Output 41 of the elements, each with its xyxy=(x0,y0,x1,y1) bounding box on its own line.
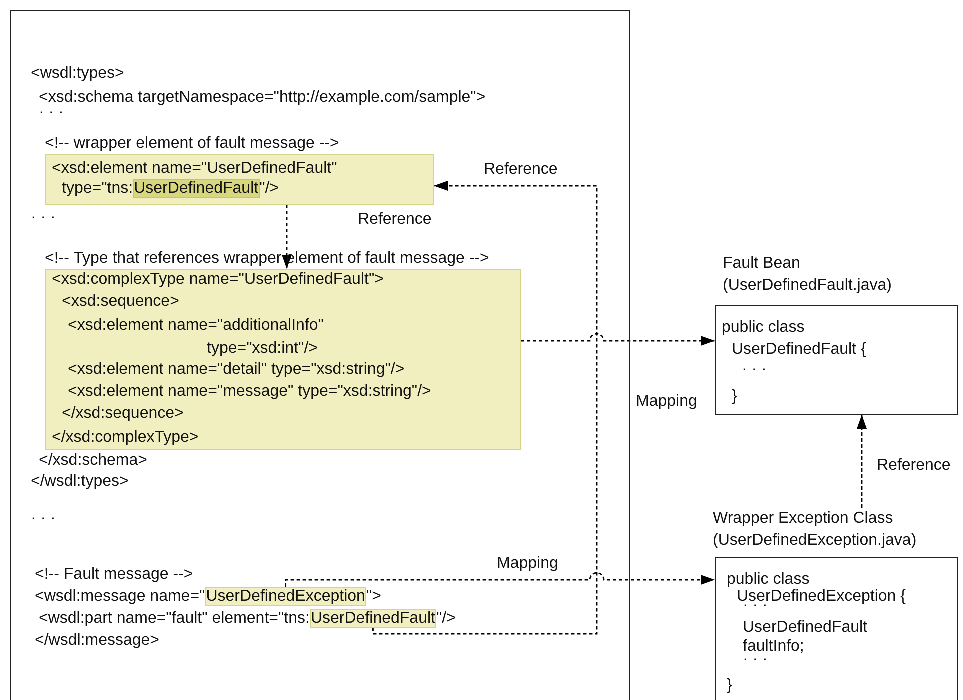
arrow xyxy=(521,333,715,346)
code-line: </wsdl:types> xyxy=(31,472,129,492)
code-line: <wsdl:part name="fault" element="tns: xyxy=(39,610,310,627)
arrow xyxy=(857,415,867,508)
arrow xyxy=(372,181,598,635)
code-line: public class UserDefinedFault { xyxy=(722,318,868,360)
highlight-box xyxy=(45,269,521,450)
code-line: </xsd:sequence> xyxy=(62,404,184,424)
edge-label: Mapping xyxy=(497,554,558,574)
code-comment: <!-- Fault message --> xyxy=(35,565,194,585)
code-line: "/> xyxy=(436,610,456,627)
code-line: <xsd:complexType name="UserDefinedFault"> xyxy=(52,270,384,290)
class-title: Wrapper Exception Class (UserDefinedException.java) xyxy=(713,509,918,551)
highlight-box xyxy=(45,154,434,205)
code-line: type="tns: xyxy=(62,180,134,197)
code-comment: <!-- wrapper element of fault message --> xyxy=(45,134,340,154)
ellipsis: · · · xyxy=(31,208,56,228)
code-line: <xsd:element name="additionalInfo" type="xsd:int"/> xyxy=(68,316,325,359)
code-panel xyxy=(10,10,630,700)
code-line: <wsdl:types> xyxy=(31,64,124,84)
code-line: public class UserDefinedException { xyxy=(727,571,907,605)
edge-label: Mapping xyxy=(636,392,698,412)
code-line: } xyxy=(727,676,732,696)
code-line: <xsd:element name="message" type="xsd:string"/> xyxy=(68,382,432,402)
code-line: "/> xyxy=(260,180,280,197)
code-line: </wsdl:message> xyxy=(35,631,160,651)
highlighted-text: UserDefinedFault xyxy=(310,609,436,628)
code-line: <xsd:element name="UserDefinedFault" xyxy=(52,159,338,179)
code-line: </xsd:schema> xyxy=(39,451,148,471)
arrow xyxy=(282,205,292,269)
code-line: <xsd:sequence> xyxy=(62,292,180,312)
highlighted-text: UserDefinedFault xyxy=(133,179,260,198)
ellipsis: · · · xyxy=(742,360,767,380)
class-title: Fault Bean (UserDefinedFault.java) xyxy=(723,254,893,296)
code-line: "> xyxy=(366,588,382,605)
code-line: <wsdl:message name=" xyxy=(35,588,206,605)
code-line: <xsd:element name="detail" type="xsd:string"/> xyxy=(68,360,405,380)
code-line: } xyxy=(732,387,738,407)
ellipsis: · · · xyxy=(31,509,56,529)
highlighted-text: UserDefinedException xyxy=(205,587,366,606)
code-line: </xsd:complexType> xyxy=(52,428,199,448)
